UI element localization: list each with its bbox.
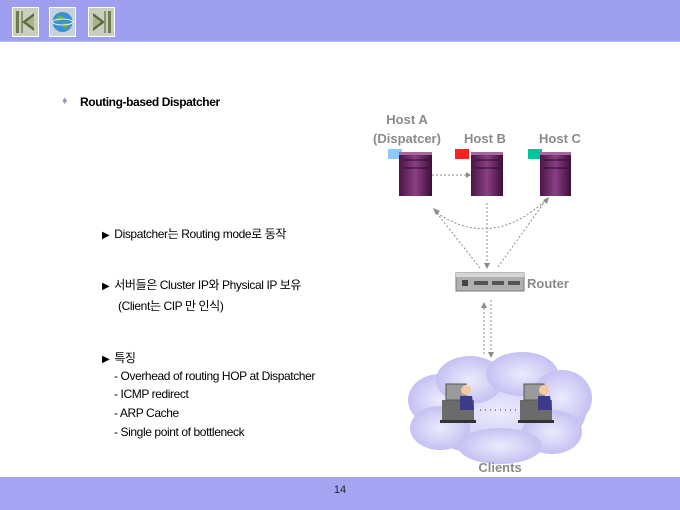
- arrowhead: [433, 208, 440, 215]
- top-bar-divider: [0, 41, 680, 42]
- arrowhead: [466, 172, 471, 178]
- client-computer-right: [518, 383, 554, 423]
- forward-button[interactable]: [88, 7, 115, 37]
- point-marker: ▶: [102, 281, 110, 292]
- point-client-cip: (Client는 CIP 만 인식): [118, 299, 224, 313]
- host-a-sublabel: (Dispatcer): [373, 131, 441, 146]
- home-globe-icon: [50, 8, 75, 36]
- point-marker: ▶: [102, 230, 110, 241]
- host-c-label: Host C: [539, 131, 581, 146]
- host-b-server: [455, 149, 503, 196]
- point-features-title: ▶ 특징: [102, 349, 136, 366]
- arrow-router-c: [497, 199, 547, 268]
- page-number: 14: [333, 484, 347, 496]
- point-cluster-ip: ▶ 서버들은 Cluster IP와 Physical IP 보유: [102, 276, 301, 293]
- router-device: [455, 272, 525, 292]
- host-b-label: Host B: [464, 131, 506, 146]
- connection-arrows: [432, 172, 549, 411]
- slide-heading: Routing-based Dispatcher: [80, 95, 220, 109]
- feature-item: - ARP Cache: [114, 406, 179, 420]
- back-button[interactable]: [12, 7, 39, 37]
- host-a-flag: [388, 149, 402, 159]
- arrow-router-a: [435, 211, 481, 269]
- heading-bullet: ♦: [62, 95, 68, 107]
- arrowhead: [481, 302, 487, 308]
- forward-icon: [89, 8, 114, 36]
- point-text: 서버들은 Cluster IP와 Physical IP 보유: [114, 278, 301, 292]
- home-button[interactable]: [49, 7, 76, 37]
- host-c-server: [528, 149, 571, 196]
- arrowhead: [484, 263, 490, 269]
- feature-item: - ICMP redirect: [114, 387, 189, 401]
- back-icon: [13, 8, 38, 36]
- point-text: Dispatcher는 Routing mode로 동작: [114, 227, 286, 241]
- clients-cloud: [408, 352, 592, 464]
- point-marker: ▶: [102, 354, 110, 365]
- arrow-curve-a-c: [436, 199, 547, 230]
- feature-item: - Single point of bottleneck: [114, 425, 245, 439]
- clients-label: Clients: [478, 460, 522, 475]
- feature-item: - Overhead of routing HOP at Dispatcher: [114, 369, 315, 383]
- bottom-bar: [0, 477, 680, 510]
- host-a-label: Host A: [386, 112, 428, 127]
- host-c-flag: [528, 149, 542, 159]
- client-computer-left: [440, 383, 476, 423]
- arrowhead: [543, 197, 549, 204]
- router-label: Router: [527, 276, 569, 291]
- host-a-server: [388, 149, 432, 196]
- arrowhead: [488, 352, 494, 358]
- point-text: 특징: [114, 351, 136, 365]
- host-b-flag: [455, 149, 469, 159]
- point-routing-mode: ▶ Dispatcher는 Routing mode로 동작: [102, 225, 286, 242]
